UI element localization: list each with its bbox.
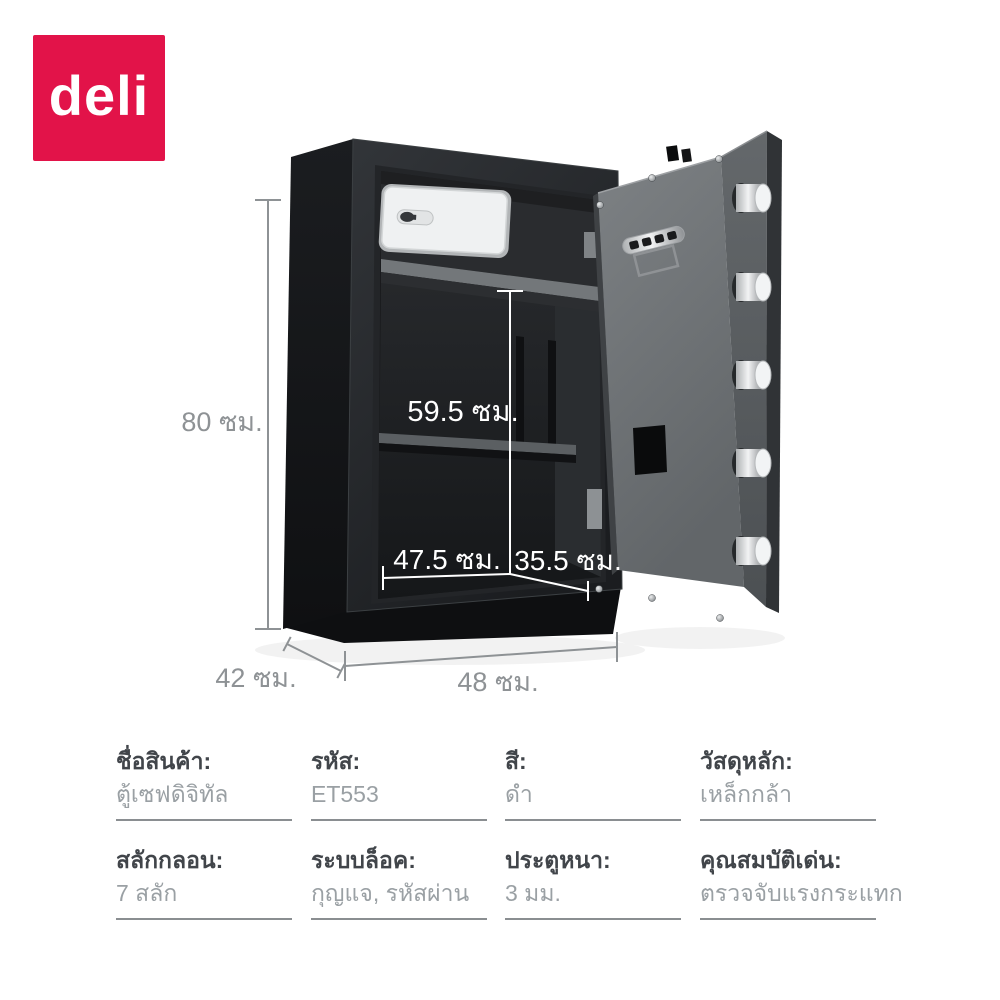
compartment-shelf-edge [381, 259, 599, 301]
hinge-pin [666, 145, 680, 162]
spec-label: ระบบล็อค: [311, 847, 416, 873]
spec-cell-bolts: สลักกลอน: 7 สลัก [116, 845, 292, 920]
dimension-label-inner-height: 59.5 ซม. [407, 396, 518, 428]
door-screws [595, 155, 724, 622]
spec-cell-material: วัสดุหลัก: เหล็กกล้า [700, 746, 876, 821]
door-outer-edge [766, 131, 782, 613]
spec-value: 7 สลัก [116, 880, 178, 906]
safe-body [283, 138, 623, 643]
inner-lockbox [378, 183, 512, 259]
compartment-shelf-shadow [381, 272, 599, 312]
spec-divider [505, 918, 681, 920]
spec-cell-lock-system: ระบบล็อค: กุญแจ, รหัสผ่าน [311, 845, 487, 920]
interior-shelf-shadow [379, 443, 576, 463]
bolt [732, 183, 772, 213]
shelf-rail [516, 336, 524, 450]
spec-cell-door-thickness: ประตูหนา: 3 มม. [505, 845, 681, 920]
bolt [732, 448, 772, 478]
brand-logo: deli [33, 35, 165, 161]
width-dimension-line [344, 646, 618, 667]
hinge-pin [681, 148, 692, 163]
outer-dimension-lines [255, 199, 618, 681]
door-top-highlight [597, 156, 722, 194]
spec-divider [116, 819, 292, 821]
bolt [732, 536, 772, 566]
door-handle-outline [632, 244, 680, 278]
flange-top-highlight [720, 130, 768, 158]
bolt [732, 272, 772, 302]
interior-shelf [379, 433, 576, 455]
brand-logo-text: deli [48, 64, 150, 127]
code-wheel-strip [622, 225, 685, 278]
inner-width-dimension-line [382, 573, 511, 579]
spec-value: ตู้เซฟดิจิทัล [116, 781, 229, 807]
spec-cell-product-name: ชื่อสินค้า: ตู้เซฟดิจิทัล [116, 746, 292, 821]
spec-label: สี: [505, 748, 527, 774]
dimension-label-outer-depth: 42 ซม. [215, 663, 296, 693]
spec-divider [505, 819, 681, 821]
dimension-label-inner-width: 47.5 ซม. [393, 544, 501, 575]
safe-diagram-svg: 80 ซม. 42 ซม. 48 ซม. 59.5 ซม. 47.5 ซม. 3… [181, 130, 785, 697]
spec-label: สลักกลอน: [116, 847, 224, 873]
bolt [732, 360, 772, 390]
spec-value: เหล็กกล้า [700, 781, 792, 807]
spec-divider [700, 918, 876, 920]
safe-door [593, 130, 782, 622]
spec-label: วัสดุหลัก: [700, 748, 793, 774]
spec-divider [700, 819, 876, 821]
dimension-label-outer-height: 80 ซม. [181, 407, 262, 437]
spec-value: กุญแจ, รหัสผ่าน [311, 880, 470, 906]
spec-cell-key-feature: คุณสมบัติเด่น: ตรวจจับแรงกระแทก [700, 845, 903, 920]
spec-cell-color: สี: ดำ [505, 746, 681, 821]
inner-depth-dimension-line [509, 573, 589, 592]
door-shadow [615, 627, 785, 649]
spec-divider [311, 819, 487, 821]
spec-value: 3 มม. [505, 880, 561, 906]
spec-label: ประตูหนา: [505, 847, 611, 873]
spec-value: ดำ [505, 781, 533, 807]
depth-dimension-line [286, 643, 342, 672]
battery-compartment [633, 425, 667, 475]
spec-label: ชื่อสินค้า: [116, 748, 212, 774]
safe-illustration: 80 ซม. 42 ซม. 48 ซม. 59.5 ซม. 47.5 ซม. 3… [180, 95, 820, 725]
safe-side-panel [283, 139, 353, 629]
spec-divider [311, 918, 487, 920]
spec-value: ตรวจจับแรงกระแทก [700, 880, 903, 906]
spec-label: รหัส: [311, 748, 361, 774]
spec-divider [116, 918, 292, 920]
dimension-label-inner-depth: 35.5 ซม. [514, 545, 622, 576]
spec-cell-model-code: รหัส: ET553 [311, 746, 487, 821]
spec-value: ET553 [311, 781, 379, 807]
inner-dimension-lines [382, 290, 589, 601]
dimension-label-outer-width: 48 ซม. [457, 667, 538, 697]
locking-bolts [732, 183, 772, 566]
hinge-bracket [587, 489, 602, 529]
shelf-rail [548, 340, 556, 452]
door-inner-edge [593, 193, 618, 575]
spec-label: คุณสมบัติเด่น: [700, 847, 842, 873]
door-inner-face [598, 157, 744, 587]
